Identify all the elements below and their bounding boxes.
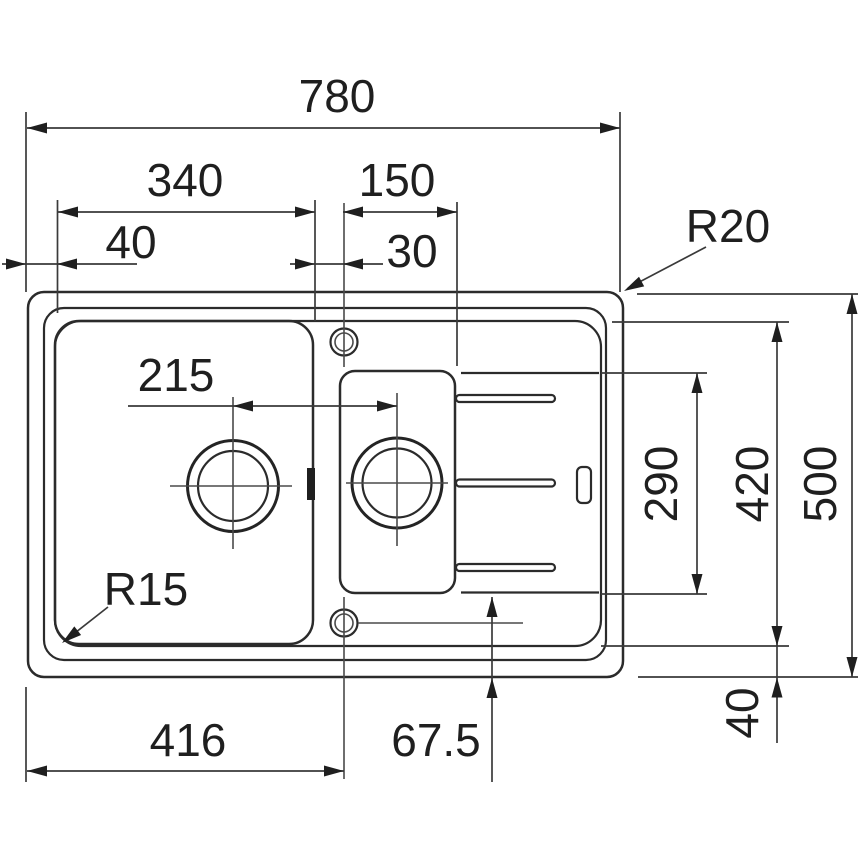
arrowhead — [27, 765, 47, 777]
dimension-drain-offset: 67.5 — [391, 597, 498, 782]
dimension-divider-width: 30 — [290, 225, 438, 277]
dim-label-340: 340 — [147, 154, 224, 206]
drainboard-slot — [575, 465, 593, 505]
drain-groove-3 — [454, 562, 557, 573]
dim-label-r20: R20 — [686, 200, 770, 252]
arrowhead — [295, 206, 315, 218]
arrowhead — [343, 206, 363, 218]
dim-label-215: 215 — [138, 349, 215, 401]
mounting-holes — [329, 203, 523, 779]
arrowhead — [343, 258, 363, 270]
dimension-inner-length: 420 — [726, 322, 783, 743]
arrowhead — [57, 258, 77, 270]
arrowhead — [691, 373, 703, 393]
arrowhead — [62, 626, 82, 643]
dimension-bowl-corner-radius: R15 — [62, 563, 188, 643]
dimension-drainboard-length: 290 — [635, 373, 703, 594]
dim-label-150: 150 — [359, 154, 436, 206]
arrowhead — [691, 574, 703, 594]
sink-outer-edge — [26, 290, 625, 679]
dim-label-40-left: 40 — [105, 216, 156, 268]
drain-groove-2 — [454, 478, 557, 488]
dimension-overall-depth: 500 — [794, 294, 858, 677]
dim-label-780: 780 — [299, 70, 376, 122]
arrowhead — [771, 677, 783, 698]
drainboard — [454, 371, 599, 594]
arrowhead — [846, 657, 858, 677]
sink-outline — [26, 290, 625, 679]
arrowhead — [624, 276, 645, 291]
arrowhead — [295, 258, 315, 270]
arrowhead — [377, 400, 397, 412]
dim-label-290: 290 — [635, 446, 687, 523]
dimension-drain-spacing: 215 — [128, 349, 397, 412]
arrowhead — [27, 122, 47, 134]
main-bowl — [53, 319, 315, 646]
dim-label-500: 500 — [794, 446, 846, 523]
arrowhead — [233, 400, 253, 412]
arrowhead — [6, 258, 26, 270]
dimension-main-bowl-width: 340 — [58, 154, 315, 218]
dimension-outer-corner-radius: R20 — [624, 200, 770, 291]
extension-lines — [25, 112, 858, 782]
arrowhead — [846, 294, 858, 314]
dim-label-30: 30 — [386, 225, 437, 277]
dim-label-r15: R15 — [104, 563, 188, 615]
dim-label-416: 416 — [150, 714, 227, 766]
arrowhead — [600, 122, 620, 134]
arrowhead — [771, 322, 783, 342]
arrowhead — [486, 678, 498, 698]
arrowhead — [486, 597, 498, 617]
arrowhead — [771, 626, 783, 646]
dim-label-420: 420 — [726, 446, 778, 523]
dimension-small-bowl-width: 150 — [343, 154, 457, 218]
dim-label-67-5: 67.5 — [391, 714, 481, 766]
sink-rim-inner-edge — [42, 306, 608, 662]
dimension-rim-width: 40 — [716, 677, 783, 739]
arrowhead — [437, 206, 457, 218]
dimension-left-edge-offset: 40 — [2, 216, 157, 270]
overflow-notch — [307, 468, 315, 500]
small-bowl — [338, 369, 457, 595]
arrowhead — [58, 206, 78, 218]
dimension-hole-distance: 416 — [27, 714, 344, 777]
arrowhead — [324, 765, 344, 777]
small-bowl-edge — [338, 369, 457, 595]
dimension-overall-width: 780 — [27, 70, 620, 134]
dim-label-40-right: 40 — [716, 687, 768, 738]
drain-groove-1 — [454, 393, 557, 404]
